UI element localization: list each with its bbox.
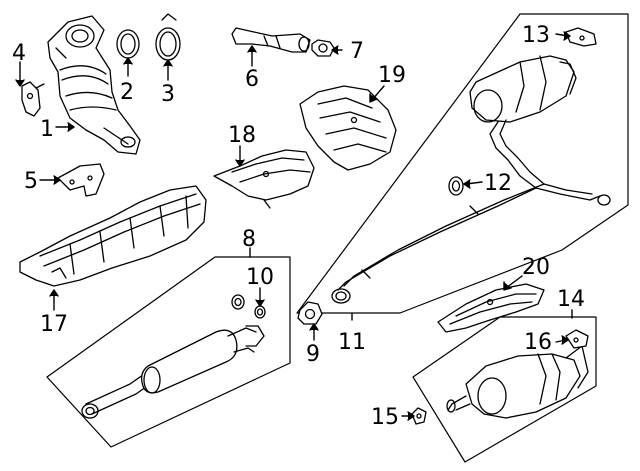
heat-shield-18-part: [213, 149, 315, 209]
callout-3: 3: [161, 82, 175, 107]
bracket-5-part: [57, 163, 105, 197]
gasket-2-part: [116, 29, 140, 59]
hanger-10-part: [231, 294, 266, 319]
callout-1: 1: [40, 117, 54, 142]
group-box-14: [412, 316, 597, 463]
callout-10: 10: [246, 265, 274, 290]
callout-13: 13: [522, 23, 550, 48]
callout-4: 4: [12, 41, 26, 66]
callout-6: 6: [245, 67, 259, 92]
bracket-16-part: [565, 329, 589, 349]
callout-17: 17: [40, 312, 68, 337]
callout-2: 2: [120, 80, 134, 105]
heat-shield-19-part: [299, 85, 397, 171]
callout-5: 5: [24, 169, 38, 194]
callout-12: 12: [484, 171, 512, 196]
callout-11: 11: [338, 330, 366, 355]
resonator-8-part: [81, 325, 265, 419]
group-box-11: [296, 13, 629, 314]
hanger-12-part: [448, 176, 464, 196]
hanger-15-part: [411, 407, 427, 425]
bracket-13-part: [565, 27, 597, 47]
callout-16: 16: [524, 330, 552, 355]
callout-7: 7: [350, 39, 364, 64]
group-box-8: [46, 256, 291, 448]
gasket-9-part: [297, 301, 323, 325]
heat-shield-17-part: [19, 185, 207, 287]
leader-lines: [15, 31, 573, 421]
muffler-14-part: [446, 345, 589, 419]
callout-18: 18: [228, 123, 256, 148]
heat-shield-20-part: [437, 283, 545, 333]
callout-8: 8: [242, 227, 256, 252]
callout-14: 14: [557, 287, 585, 312]
callout-labels: 1 2 3 4 5 6 7 8 9 10 11 12 13 14 15 16 1…: [12, 23, 585, 430]
catalytic-converter-part: [47, 15, 141, 155]
clamp-3-part: [155, 13, 181, 61]
gasket-7-part: [311, 39, 335, 57]
muffler-11-part: [331, 55, 611, 304]
callout-15: 15: [371, 405, 399, 430]
callout-19: 19: [378, 63, 406, 88]
callout-9: 9: [306, 342, 320, 367]
callout-20: 20: [522, 255, 550, 280]
front-pipe-part: [231, 27, 311, 53]
bracket-4-part: [21, 81, 45, 117]
